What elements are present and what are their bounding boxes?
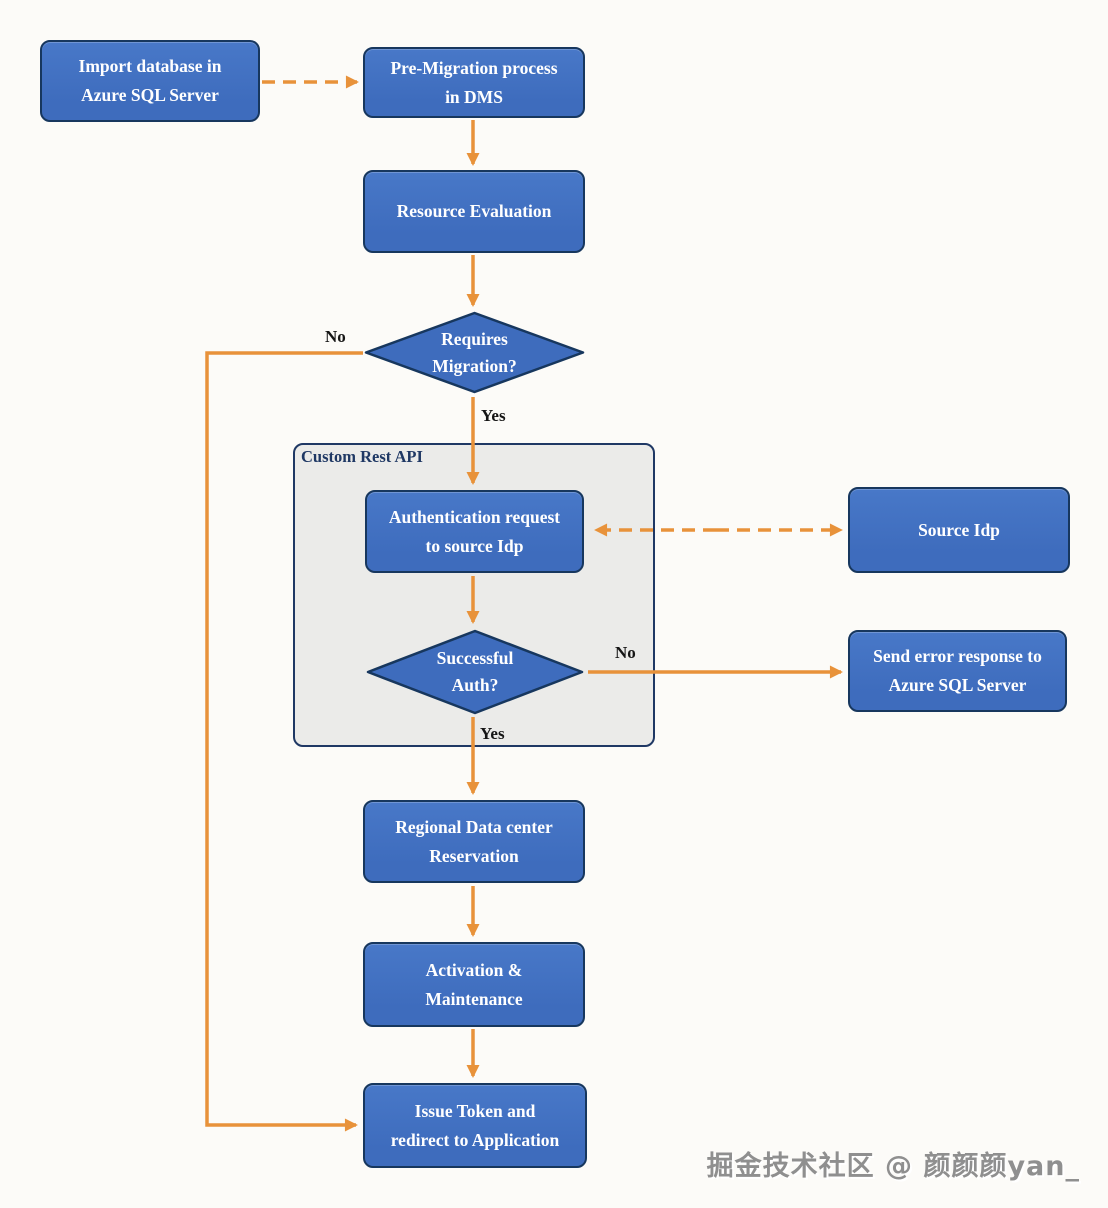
node-label-line: Import database in — [78, 56, 222, 76]
node-label-line: Pre-Migration process — [390, 57, 558, 78]
node-label-line: Send error response to — [873, 646, 1042, 666]
node-label-line: Authentication request — [388, 506, 561, 527]
custom-rest-api-label: Custom Rest API — [301, 447, 423, 466]
node-label-line: Azure SQL Server — [81, 85, 219, 105]
diamond-shape — [364, 311, 585, 394]
decision-label-line: Requires — [441, 328, 508, 349]
node-pre-migration: Pre-Migration process in DMS — [363, 47, 585, 118]
arrow-requires-no-to-issuetoken — [205, 351, 363, 1132]
node-activation-maintenance: Activation & Maintenance — [363, 942, 585, 1027]
decision-label-line: Auth? — [451, 675, 499, 695]
edge-label-auth-yes: Yes — [480, 724, 505, 743]
edge-label-requires-no: No — [325, 327, 346, 346]
decision-successful-auth: Successful Auth? — [365, 629, 585, 715]
node-source-idp: Source Idp — [848, 487, 1070, 573]
diamond-shape — [366, 629, 584, 715]
node-issue-token: Issue Token and redirect to Application — [363, 1083, 587, 1168]
edge-label-auth-no: No — [615, 643, 636, 662]
decision-label-line: Successful — [436, 648, 514, 668]
node-import-database: Import database in Azure SQL Server — [40, 40, 260, 122]
node-label-line: Azure SQL Server — [888, 675, 1027, 695]
node-label-line: redirect to Application — [390, 1129, 560, 1150]
node-label-line: to source Idp — [425, 535, 524, 556]
node-regional-datacenter: Regional Data center Reservation — [363, 800, 585, 883]
node-authentication-request: Authentication request to source Idp — [365, 490, 584, 573]
node-label-line: Maintenance — [425, 988, 523, 1009]
node-label-line: Issue Token and — [414, 1100, 536, 1121]
decision-label-line: Migration? — [432, 355, 517, 376]
node-label-line: in DMS — [445, 86, 503, 107]
node-label-line: Reservation — [429, 845, 519, 866]
node-label-line: Resource Evaluation — [396, 201, 552, 221]
node-label-line: Source Idp — [918, 519, 1000, 540]
watermark: 掘金技术社区 @ 颜颜颜yan_ — [706, 1151, 1080, 1182]
node-label-line: Activation & — [425, 959, 523, 980]
node-label-line: Regional Data center — [395, 816, 553, 837]
node-resource-evaluation: Resource Evaluation — [363, 170, 585, 253]
edge-label-requires-yes: Yes — [481, 406, 506, 425]
decision-requires-migration: Requires Migration? — [363, 311, 586, 394]
node-send-error-response: Send error response to Azure SQL Server — [848, 630, 1067, 712]
